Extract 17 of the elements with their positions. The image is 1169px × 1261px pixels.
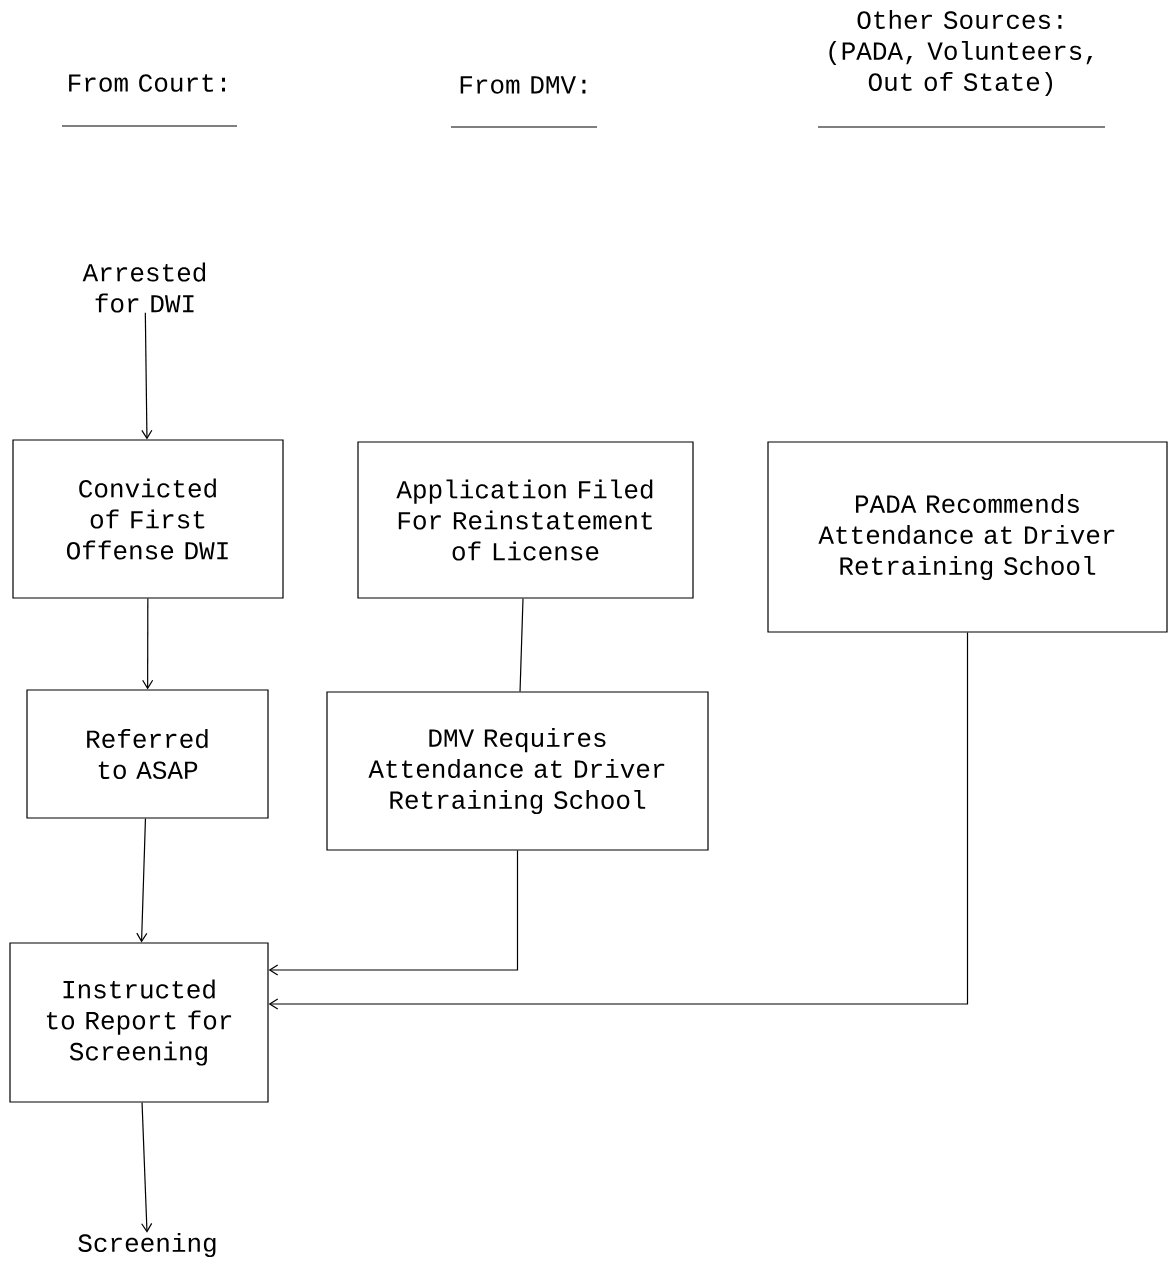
- process-box: Referred to ASAP: [26, 689, 269, 819]
- process-box: PADA Recommends Attendance at Driver Retraining School: [767, 441, 1168, 633]
- process-box: Instructed to Report for Screening: [9, 942, 269, 1103]
- column-heading: From DMV:: [460, 76, 586, 94]
- column-heading: Other Sources: (PADA, Volunteers, Out of State): [829, 9, 1093, 97]
- process-box: Convicted of First Offense DWI: [12, 439, 284, 599]
- process-box: DMV Requires Attendance at Driver Retraining School: [326, 691, 709, 851]
- step-text: Screening: [78, 1232, 216, 1258]
- arrow: [141, 312, 153, 440]
- arrow: [141, 1102, 153, 1233]
- column-heading: From Court:: [69, 74, 225, 92]
- arrow: [268, 850, 519, 976]
- arrow: [136, 818, 148, 943]
- arrow: [268, 632, 969, 1010]
- step-text: Arrested for DWI: [82, 262, 206, 313]
- arrow: [142, 598, 154, 690]
- process-box: Application Filed For Reinstatement of License: [357, 441, 694, 599]
